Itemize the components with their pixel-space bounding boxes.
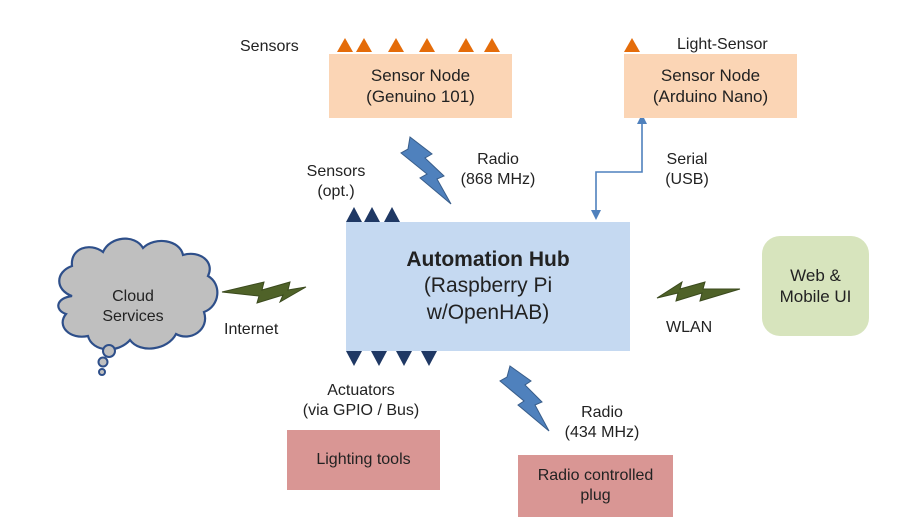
plug-line1: Radio controlled bbox=[537, 467, 654, 484]
hub-title: Automation Hub bbox=[406, 248, 570, 272]
cloud-line2: Services bbox=[102, 308, 164, 325]
internet-bolt-icon bbox=[221, 281, 307, 304]
web-mobile-ui: Web & Mobile UI bbox=[762, 236, 869, 336]
sensors-opt-label: Sensors (opt.) bbox=[298, 162, 374, 202]
sensors-opt-line2: (opt.) bbox=[317, 183, 355, 200]
actuators-line2: (via GPIO / Bus) bbox=[302, 402, 420, 419]
web-ui-line1: Web & bbox=[790, 265, 841, 285]
sensor-triangle-icon bbox=[384, 207, 400, 222]
automation-hub: Automation Hub (Raspberry Pi w/OpenHAB) bbox=[346, 222, 630, 351]
cloud-icon bbox=[57, 237, 219, 376]
lighting-tools: Lighting tools bbox=[287, 430, 440, 490]
sensor-triangle-icon bbox=[419, 38, 435, 52]
actuator-triangles bbox=[346, 351, 437, 366]
hub-line2: (Raspberry Pi bbox=[423, 274, 553, 298]
light-sensor-triangle-icon bbox=[624, 38, 640, 52]
actuators-line1: Actuators bbox=[327, 382, 395, 399]
sensor-triangle-icon bbox=[388, 38, 404, 52]
sensor-triangle-icon bbox=[458, 38, 474, 52]
radio-868-label: Radio (868 MHz) bbox=[456, 150, 540, 190]
sensor-triangles-genuino bbox=[337, 38, 500, 52]
actuator-triangle-icon bbox=[346, 351, 362, 366]
sensors-top-label: Sensors bbox=[240, 38, 299, 55]
actuator-triangle-icon bbox=[371, 351, 387, 366]
radio-controlled-plug: Radio controlled plug bbox=[518, 455, 673, 517]
radio-434-line1: Radio bbox=[581, 404, 623, 421]
radio-868-line1: Radio bbox=[477, 151, 519, 168]
sensor-triangle-icon bbox=[364, 207, 380, 222]
arrow-head-icon bbox=[591, 210, 601, 220]
radio-868-line2: (868 MHz) bbox=[460, 171, 536, 188]
cloud-line1: Cloud bbox=[112, 288, 154, 305]
arrow-head-icon bbox=[637, 114, 647, 124]
serial-usb-label: Serial (USB) bbox=[657, 150, 717, 190]
wlan-label: WLAN bbox=[666, 319, 713, 336]
actuator-triangle-icon bbox=[421, 351, 437, 366]
wlan-bolt-icon bbox=[656, 280, 741, 302]
actuators-label: Actuators (via GPIO / Bus) bbox=[278, 381, 444, 421]
sensor-triangle-icon bbox=[484, 38, 500, 52]
sensor-node-genuino-line2: (Genuino 101) bbox=[366, 87, 475, 106]
serial-usb-arrow bbox=[595, 122, 643, 212]
radio-434-line2: (434 MHz) bbox=[564, 424, 640, 441]
serial-line1: Serial bbox=[666, 151, 708, 168]
lightning-bolt-icon bbox=[499, 365, 550, 432]
web-ui-line2: Mobile UI bbox=[779, 287, 852, 306]
sensor-node-arduino-line1: Sensor Node bbox=[660, 65, 761, 85]
lighting-tools-label: Lighting tools bbox=[316, 451, 411, 468]
sensor-node-arduino-line2: (Arduino Nano) bbox=[652, 87, 769, 106]
sensors-opt-line1: Sensors bbox=[306, 163, 366, 180]
cloud-label: Cloud Services bbox=[90, 287, 176, 327]
sensor-node-genuino-line1: Sensor Node bbox=[370, 65, 471, 85]
plug-line2: plug bbox=[580, 487, 611, 504]
sensor-triangle-icon bbox=[346, 207, 362, 222]
internet-label: Internet bbox=[224, 321, 279, 338]
sensor-triangle-icon bbox=[356, 38, 372, 52]
light-sensor-label: Light-Sensor bbox=[677, 36, 768, 53]
serial-line2: (USB) bbox=[665, 171, 709, 188]
sensor-node-genuino: Sensor Node (Genuino 101) bbox=[329, 54, 512, 118]
lightning-bolt-icon bbox=[400, 136, 452, 205]
sensor-node-arduino: Sensor Node (Arduino Nano) bbox=[624, 54, 797, 118]
radio-434-label: Radio (434 MHz) bbox=[560, 403, 644, 443]
hub-line3: w/OpenHAB) bbox=[426, 300, 550, 324]
sensor-triangles-hub bbox=[346, 207, 400, 222]
sensor-triangle-icon bbox=[337, 38, 353, 52]
actuator-triangle-icon bbox=[396, 351, 412, 366]
